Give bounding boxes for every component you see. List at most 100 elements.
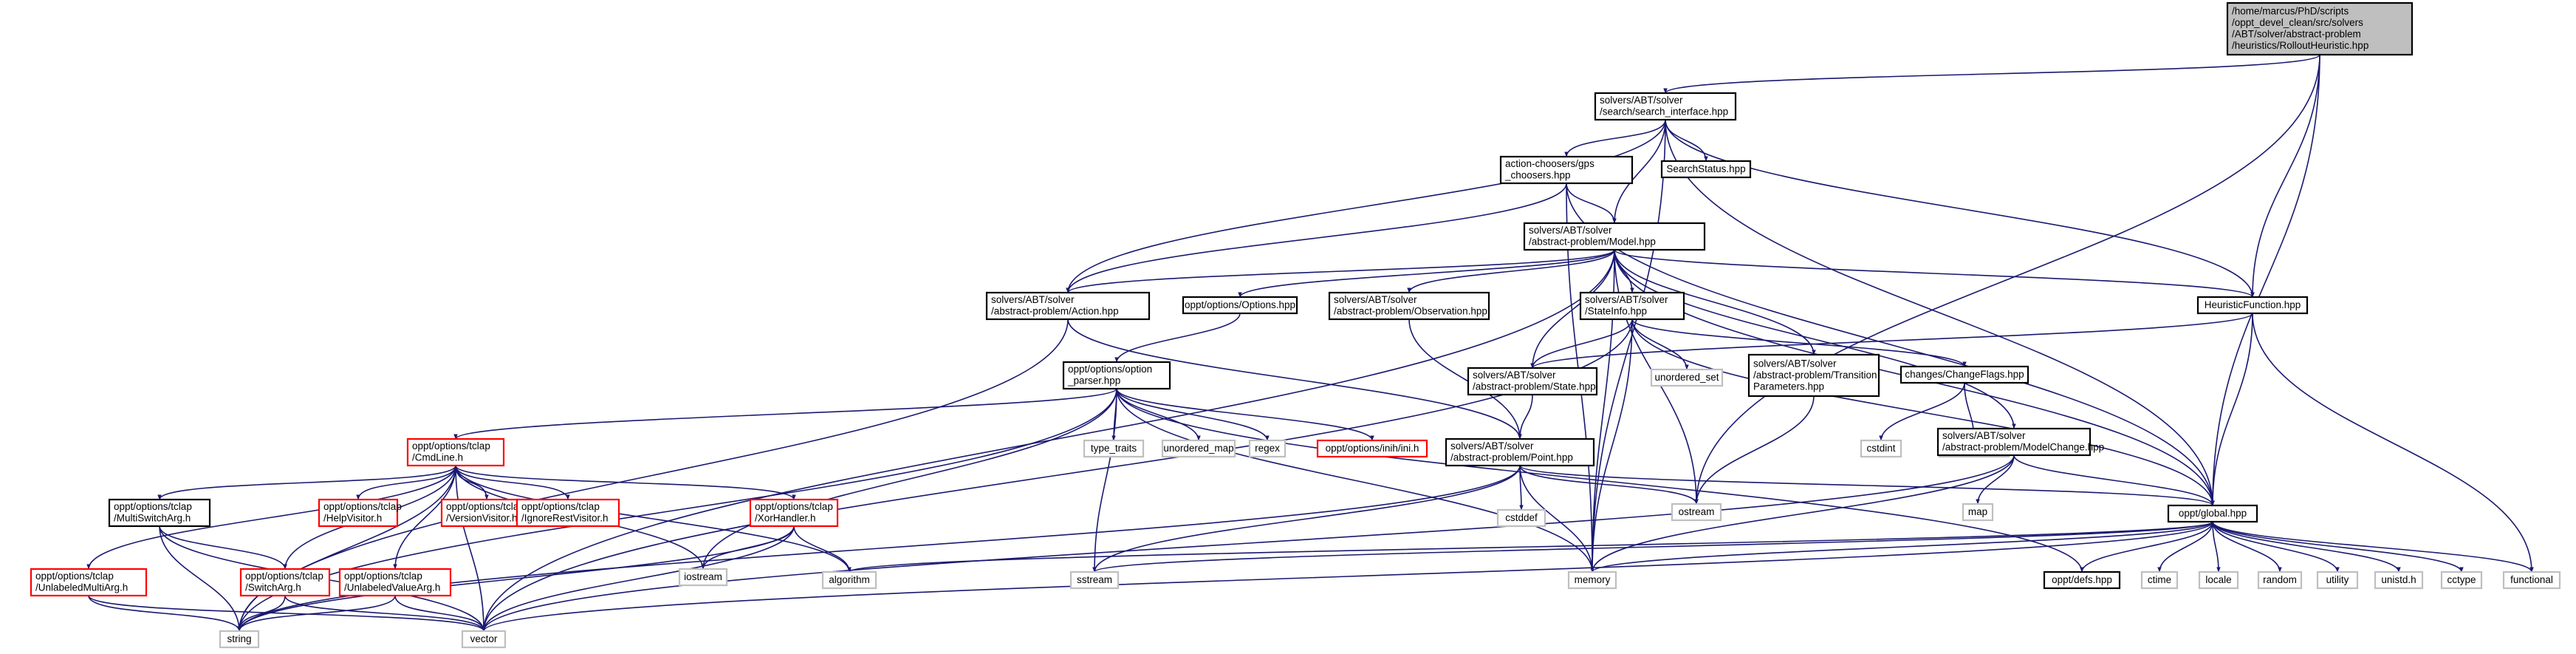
node-option_parser-label-line: _parser.hpp (1067, 375, 1120, 386)
node-sstream-box (1069, 570, 1120, 590)
node-cctype-label-line: cctype (2447, 574, 2476, 585)
edge-stateinfo-to-memory (1590, 319, 1633, 573)
edge-action-to-point (1067, 319, 1522, 440)
node-unlabeledvalue-label-line: /UnlabeledValueArg.h (344, 582, 440, 593)
node-ctime-label-line: ctime (2148, 574, 2171, 585)
nodes-layer: /home/marcus/PhD/scripts/oppt_devel_clea… (30, 1, 2561, 649)
edge-xorhandler-to-algorithm (793, 525, 852, 573)
node-modelchange[interactable]: solvers/ABT/solver/abstract-problem/Mode… (1936, 427, 2104, 457)
edge-global-to-random (2212, 521, 2282, 573)
node-ignorerest-box (515, 498, 620, 528)
node-cmdline[interactable]: oppt/options/tclap/CmdLine.h (406, 437, 505, 467)
node-transition-label-line: Parameters.hpp (1753, 381, 1824, 392)
node-gps_choosers[interactable]: action-choosers/gps_choosers.hpp (1499, 155, 1634, 185)
edge-unlabeledmulti-to-string (88, 595, 242, 632)
edge-unlabeledvalue-to-string (237, 595, 396, 632)
node-map: map (1962, 503, 1994, 522)
node-type_traits: type_traits (1083, 439, 1145, 458)
edge-modelchange-to-global (2013, 454, 2215, 506)
node-unlabeledmulti-label-line: oppt/options/tclap (35, 570, 114, 582)
edge-point-to-memory (1519, 465, 1594, 573)
node-cctype-box (2440, 570, 2483, 590)
node-heuristic-label-line: HeuristicFunction.hpp (2205, 299, 2301, 310)
node-defs[interactable]: oppt/defs.hpp (2043, 570, 2121, 590)
node-search_status[interactable]: SearchStatus.hpp (1660, 160, 1752, 179)
node-model[interactable]: solvers/ABT/solver/abstract-problem/Mode… (1523, 222, 1706, 251)
node-ignorerest[interactable]: oppt/options/tclap/IgnoreRestVisitor.h (515, 498, 620, 528)
edge-global-to-algorithm (847, 521, 2213, 573)
node-global[interactable]: oppt/global.hpp (2167, 504, 2258, 523)
edge-switcharg-to-string (237, 595, 286, 632)
edge-heuristic-to-state (1530, 313, 2253, 369)
node-root-label-line: /ABT/solver/abstract-problem (2232, 29, 2361, 40)
node-unordered_set-label-line: unordered_set (1654, 372, 1719, 383)
edge-global-to-utility (2212, 521, 2340, 573)
edge-transition-to-ostream (1694, 395, 1815, 505)
node-transition[interactable]: solvers/ABT/solver/abstract-problem/Tran… (1747, 353, 1880, 398)
edge-cmdline-to-xorhandler (455, 465, 796, 500)
node-gps_choosers-label-line: _choosers.hpp (1504, 170, 1571, 181)
node-heuristic[interactable]: HeuristicFunction.hpp (2196, 296, 2309, 315)
node-root-label-line: /heuristics/RolloutHeuristic.hpp (2232, 40, 2368, 51)
edge-state-to-point (1518, 394, 1533, 440)
edge-model-to-heuristic (1614, 249, 2255, 298)
node-cstdint: cstdint (1860, 439, 1902, 458)
node-action-box (985, 291, 1151, 321)
edge-search_interface-to-action (1066, 119, 1666, 293)
node-root[interactable]: /home/marcus/PhD/scripts/oppt_devel_clea… (2226, 1, 2414, 56)
node-point[interactable]: solvers/ABT/solver/abstract-problem/Poin… (1445, 437, 1595, 467)
edge-stateinfo-to-changeflags (1631, 319, 1967, 367)
node-xorhandler[interactable]: oppt/options/tclap/XorHandler.h (749, 498, 839, 528)
node-switcharg-label-line: /SwitchArg.h (245, 582, 301, 593)
node-search_interface-label-line: solvers/ABT/solver (1600, 95, 1683, 106)
node-action[interactable]: solvers/ABT/solver/abstract-problem/Acti… (985, 291, 1151, 321)
node-ostream-box (1671, 503, 1722, 522)
node-unlabeledmulti[interactable]: oppt/options/tclap/UnlabeledMultiArg.h (30, 568, 148, 597)
edges-layer (86, 54, 2534, 632)
node-option_parser-label-line: oppt/options/option (1068, 364, 1152, 375)
node-changeflags-box (1900, 365, 2029, 384)
edge-cmdline-to-vector (455, 465, 486, 632)
node-switcharg[interactable]: oppt/options/tclap/SwitchArg.h (239, 568, 331, 597)
edge-root-to-search_interface (1663, 54, 2320, 94)
edge-option_parser-to-memory (1116, 388, 1594, 573)
edge-multiswitch-to-switcharg (159, 525, 287, 570)
node-option_parser[interactable]: oppt/options/option_parser.hpp (1062, 361, 1171, 390)
node-helpvisitor[interactable]: oppt/options/tclap/HelpVisitor.h (318, 498, 402, 528)
node-defs-label-line: oppt/defs.hpp (2052, 574, 2112, 585)
node-versionvisitor-label-line: /VersionVisitor.h (446, 513, 518, 524)
node-root-box (2226, 1, 2414, 56)
edge-heuristic-to-global (2210, 313, 2253, 506)
node-random-box (2257, 570, 2303, 590)
node-multiswitch[interactable]: oppt/options/tclap/MultiSwitchArg.h (108, 498, 211, 528)
node-state[interactable]: solvers/ABT/solver/abstract-problem/Stat… (1467, 367, 1598, 396)
node-regex-label-line: regex (1255, 443, 1280, 454)
node-locale-box (2198, 570, 2239, 590)
node-cmdline-label-line: oppt/options/tclap (412, 440, 490, 452)
node-unistd-label-line: unistd.h (2381, 574, 2416, 585)
node-unordered_map: unordered_map (1161, 439, 1236, 458)
node-stateinfo[interactable]: solvers/ABT/solver/StateInfo.hpp (1579, 291, 1685, 321)
node-unlabeledvalue[interactable]: oppt/options/tclap/UnlabeledValueArg.h (338, 568, 452, 597)
node-options[interactable]: oppt/options/Options.hpp (1182, 296, 1298, 315)
edge-stateinfo-to-unordered_set (1631, 319, 1689, 370)
node-unlabeledvalue-box (338, 568, 452, 597)
node-cctype: cctype (2440, 570, 2483, 590)
node-inih[interactable]: oppt/options/inih/ini.h (1316, 439, 1428, 458)
edge-point-to-string (237, 465, 1521, 632)
node-transition-box (1747, 353, 1880, 398)
node-cstddef-label-line: cstddef (1505, 512, 1538, 523)
node-changeflags[interactable]: changes/ChangeFlags.hpp (1900, 365, 2029, 384)
node-action-label-line: solvers/ABT/solver (991, 294, 1075, 305)
node-switcharg-box (239, 568, 331, 597)
edge-model-to-options (1238, 249, 1615, 298)
edge-search_interface-to-search_status (1665, 119, 1708, 162)
node-search_interface[interactable]: solvers/ABT/solver/search/search_interfa… (1594, 92, 1737, 121)
node-versionvisitor[interactable]: oppt/options/tclap/VersionVisitor.h (440, 498, 533, 528)
node-memory-label-line: memory (1575, 574, 1611, 585)
node-xorhandler-label-line: oppt/options/tclap (755, 501, 833, 512)
edge-cmdline-to-ignorerest (455, 465, 570, 500)
edge-model-to-action (1066, 249, 1615, 293)
node-observation[interactable]: solvers/ABT/solver/abstract-problem/Obse… (1328, 291, 1490, 321)
edge-xorhandler-to-vector (482, 525, 795, 632)
